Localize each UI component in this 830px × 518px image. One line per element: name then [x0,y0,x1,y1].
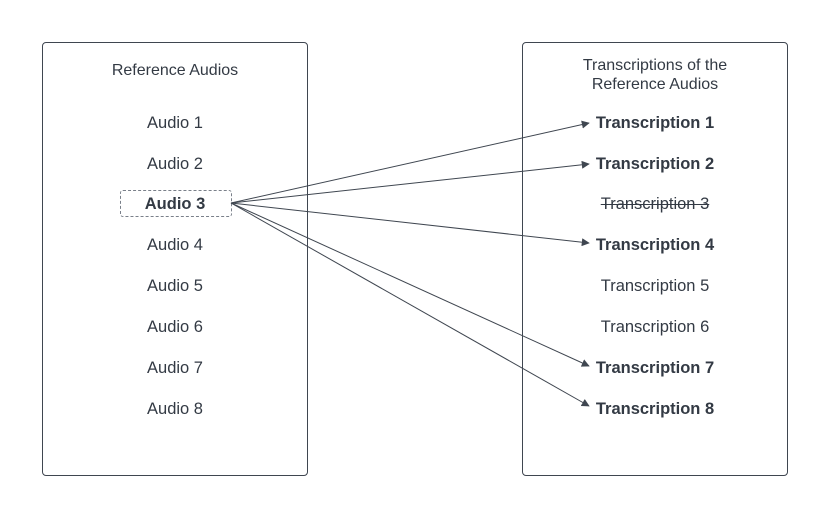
transcription-item-1: Transcription 1 [595,114,715,132]
transcription-item-4: Transcription 4 [595,236,715,254]
audio-item-3: Audio 3 [144,195,206,213]
transcription-item-5: Transcription 5 [600,277,710,295]
audio-item-5: Audio 5 [147,277,203,295]
reference-audios-title: Reference Audios [111,62,239,79]
transcriptions-title: Transcriptions of the Reference Audios [582,57,728,93]
transcription-item-6: Transcription 6 [600,318,710,336]
reference-audios-panel: Reference Audios Audio 1 Audio 2 Audio 3… [42,42,308,476]
transcription-item-2: Transcription 2 [595,155,715,173]
transcription-item-8: Transcription 8 [595,400,715,418]
audio-item-7: Audio 7 [147,359,203,377]
audio-item-8: Audio 8 [147,400,203,418]
audio-item-2: Audio 2 [147,155,203,173]
audio-item-1: Audio 1 [147,114,203,132]
transcriptions-panel: Transcriptions of the Reference Audios T… [522,42,788,476]
audio-item-6: Audio 6 [147,318,203,336]
audio-item-4: Audio 4 [147,236,203,254]
transcription-item-7: Transcription 7 [595,359,715,377]
transcription-item-3: Transcription 3 [600,195,710,213]
